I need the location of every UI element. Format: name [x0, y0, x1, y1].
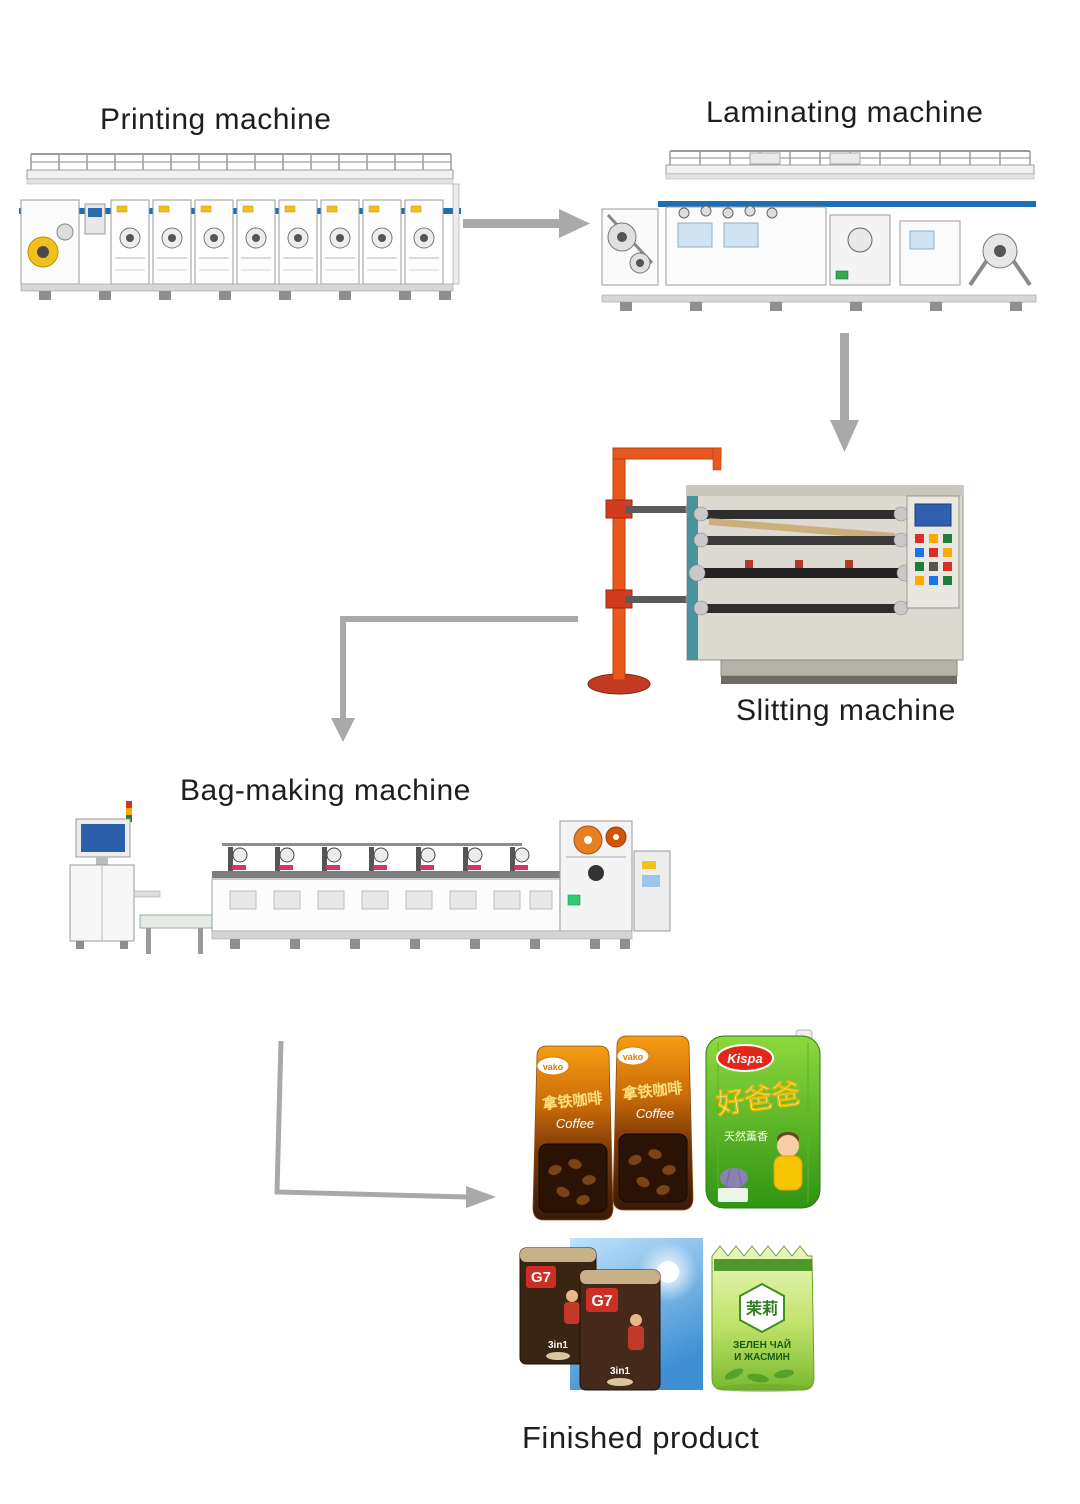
detergent-pouch-image: Kispa 好爸爸 天然薰香	[705, 1029, 821, 1209]
slitting-machine-label: Slitting machine	[736, 694, 956, 727]
g7-brand-front: G7	[591, 1293, 612, 1310]
product-g7-bags: G7 3in1 G7 3in1	[518, 1238, 703, 1403]
g7-mix-back: 3in1	[548, 1340, 568, 1351]
coffee-script-back: Coffee	[636, 1106, 674, 1121]
slitting-machine-illustration	[575, 438, 1000, 698]
arrow-bagmaking-to-products-icon	[274, 1040, 496, 1208]
arrow-printing-to-laminating-icon	[463, 209, 590, 238]
detergent-tagline: 天然薰香	[724, 1129, 768, 1143]
g7-bags-image: G7 3in1 G7 3in1	[519, 1238, 703, 1391]
laminating-machine-illustration	[600, 145, 1040, 330]
coffee-brand-back: vako	[623, 1052, 644, 1062]
coffee-brand-front: vako	[543, 1062, 564, 1072]
product-coffee-bags: vako 拿铁咖啡 Coffee vako 拿铁咖啡 Coffee	[523, 1028, 703, 1223]
tea-line2: И ЖАСМИН	[734, 1352, 790, 1363]
tea-pouch-image: 茉莉 ЗЕЛЕН ЧАЙ И ЖАСМИН	[711, 1245, 815, 1392]
product-detergent-pouch: Kispa 好爸爸 天然薰香	[700, 1028, 835, 1218]
coffee-script-front: Coffee	[556, 1116, 594, 1131]
laminating-machine-label: Laminating machine	[706, 96, 984, 129]
arrow-laminating-to-slitting-icon	[830, 333, 859, 452]
tea-line1: ЗЕЛЕН ЧАЙ	[733, 1338, 791, 1351]
g7-brand-back: G7	[531, 1269, 551, 1286]
arrow-slitting-to-bagmaking-icon	[331, 616, 578, 742]
laminating-machine-image	[601, 150, 1037, 311]
g7-mix-front: 3in1	[610, 1366, 630, 1377]
bagmaking-machine-image	[69, 801, 671, 954]
detergent-brand: Kispa	[727, 1051, 762, 1066]
printing-machine-image	[19, 153, 461, 300]
bagmaking-machine-label: Bag-making machine	[180, 774, 471, 807]
printing-machine-label: Printing machine	[100, 103, 332, 136]
tea-brand: 茉莉	[746, 1299, 778, 1318]
slitting-machine-image	[587, 447, 964, 695]
finished-product-label: Finished product	[522, 1420, 760, 1455]
bagmaking-machine-illustration	[30, 795, 675, 1010]
printing-machine-illustration	[15, 148, 465, 313]
product-tea-pouch: 茉莉 ЗЕЛЕН ЧАЙ И ЖАСМИН	[700, 1232, 825, 1402]
coffee-bags-image: vako 拿铁咖啡 Coffee vako 拿铁咖啡 Coffee	[532, 1035, 694, 1221]
